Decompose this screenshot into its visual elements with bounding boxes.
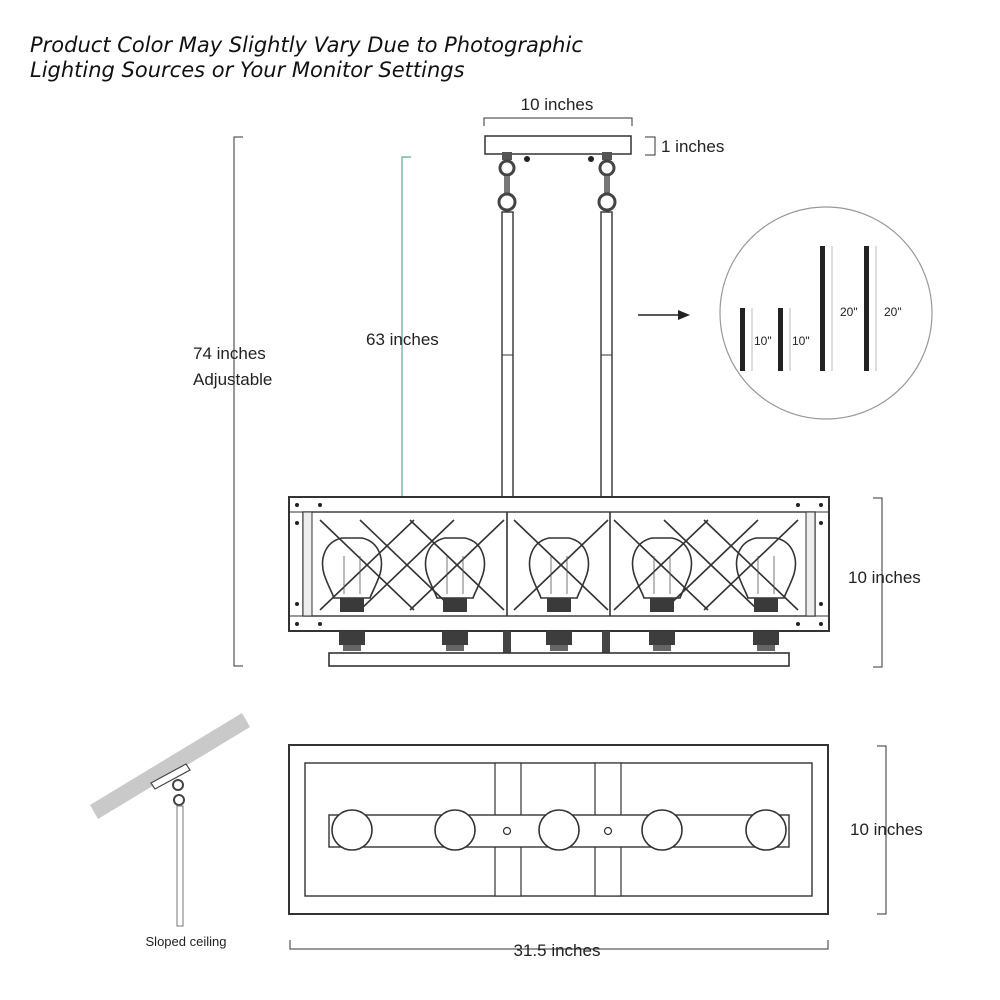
fixture-front-view [288, 496, 830, 667]
total-height-label: 74 inches [193, 344, 266, 363]
fixture-height-label: 10 inches [848, 568, 921, 587]
fixture-length-dimension: 31.5 inches [289, 940, 829, 960]
rod-label-1: 10" [754, 334, 772, 348]
canopy [484, 135, 632, 155]
fixture-length-label: 31.5 inches [514, 941, 601, 960]
adjustable-label: Adjustable [193, 370, 272, 389]
disclaimer-line-2: Lighting Sources or Your Monitor Setting… [30, 58, 465, 82]
fixture-height-dimension: 10 inches [848, 497, 921, 668]
chain-right [597, 150, 617, 212]
chain-length-label: 63 inches [366, 330, 439, 349]
fixture-top-view [288, 744, 829, 915]
disclaimer-line-1: Product Color May Slightly Vary Due to P… [30, 33, 583, 57]
rod-label-3: 20" [840, 305, 858, 319]
sloped-ceiling-label: Sloped ceiling [146, 934, 227, 949]
fixture-depth-dimension: 10 inches [850, 745, 923, 915]
sloped-ceiling-illustration: Sloped ceiling [90, 713, 250, 949]
fixture-depth-label: 10 inches [850, 820, 923, 839]
rod-label-2: 10" [792, 334, 810, 348]
canopy-width-dimension: 10 inches [483, 95, 633, 126]
total-height-dimension: 74 inches Adjustable [193, 136, 272, 667]
rod-options-detail: 10" 10" 20" 20" [719, 206, 933, 420]
canopy-height-label: 1 inches [661, 137, 724, 156]
detail-arrow [638, 310, 690, 320]
chain-length-dimension: 63 inches [366, 156, 439, 498]
chain-left [497, 150, 517, 212]
canopy-width-label: 10 inches [521, 95, 594, 114]
color-disclaimer: Product Color May Slightly Vary Due to P… [30, 33, 583, 83]
canopy-height-dimension: 1 inches [645, 136, 724, 156]
rod-label-4: 20" [884, 305, 902, 319]
